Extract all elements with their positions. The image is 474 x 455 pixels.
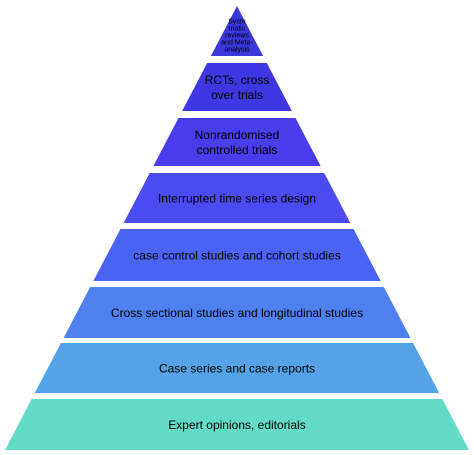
pyramid-band	[5, 399, 469, 450]
pyramid-band	[34, 343, 440, 393]
pyramid-level-label: Case series and case reports	[159, 361, 315, 375]
pyramid-level-label: reviews	[225, 33, 249, 40]
pyramid-level-label: analysis	[224, 47, 250, 54]
pyramid-band	[93, 229, 381, 281]
pyramid-level-7: Case series and case reports	[34, 343, 440, 393]
pyramid-level-label: matic	[229, 26, 246, 33]
pyramid-band	[123, 173, 351, 223]
pyramid-level-label: Interrupted time series design	[158, 191, 316, 205]
pyramid-level-label: controlled trials	[197, 143, 278, 157]
pyramid-band	[210, 6, 264, 56]
pyramid-level-label: Cross sectional studies and longitudinal…	[111, 306, 363, 320]
pyramid-level-label: Nonrandomised	[195, 128, 280, 142]
pyramid-level-label: and Meta-	[221, 40, 253, 47]
pyramid-level-label: Expert opinions, editorials	[168, 418, 305, 432]
pyramid-level-6: Cross sectional studies and longitudinal…	[63, 287, 411, 338]
pyramid-level-label: over trials	[211, 88, 263, 102]
pyramid-level-label: case control studies and cohort studies	[133, 248, 340, 262]
pyramid-band	[182, 63, 292, 111]
pyramid-band	[153, 118, 321, 166]
pyramid-level-label: Syste	[228, 19, 246, 26]
pyramid-level-8: Expert opinions, editorials	[5, 399, 469, 450]
pyramid-level-5: case control studies and cohort studies	[93, 229, 381, 281]
pyramid-level-4: Interrupted time series design	[123, 173, 351, 223]
pyramid-level-label: RCTs, cross	[205, 73, 270, 87]
pyramid-band	[63, 287, 411, 338]
